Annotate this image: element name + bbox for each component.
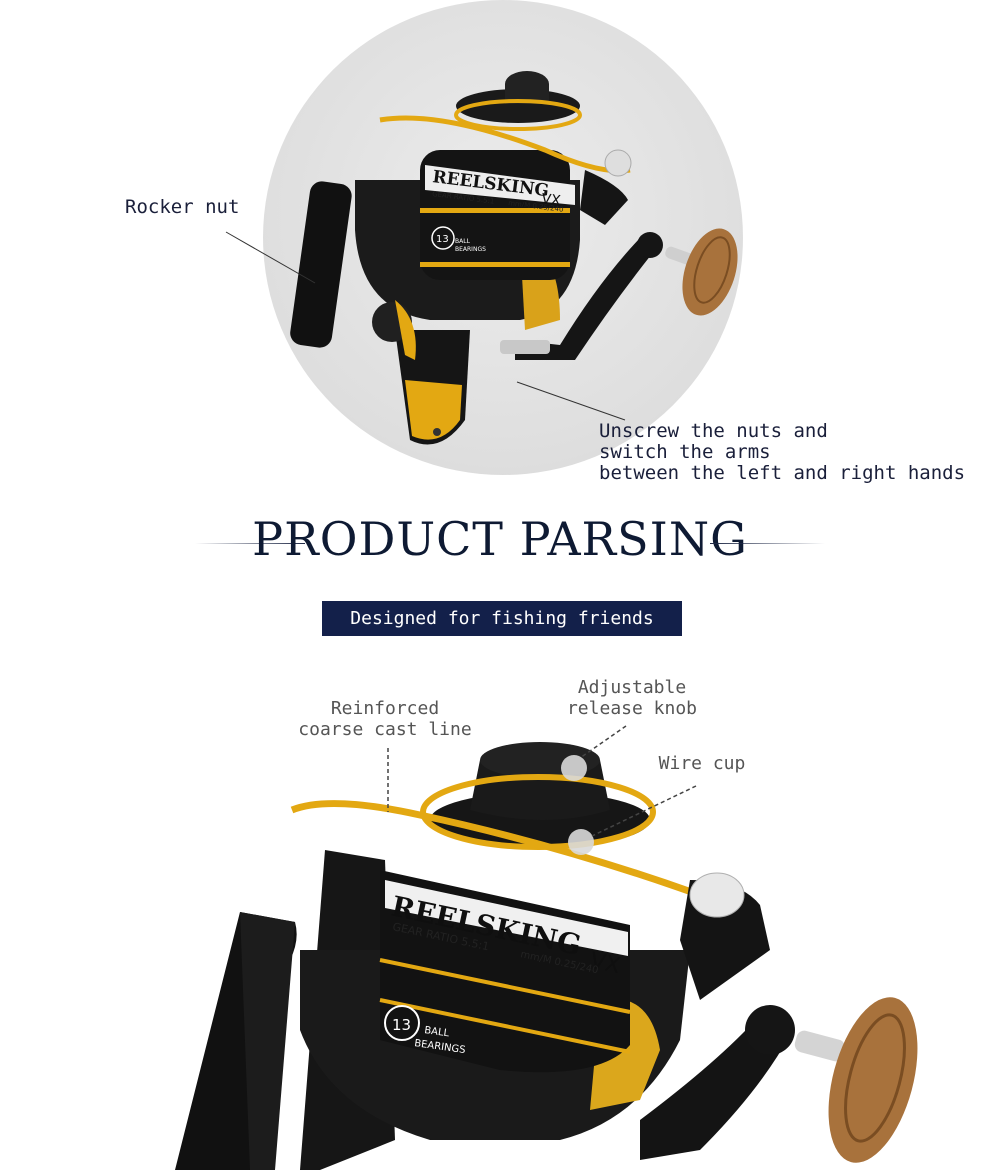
reinforced-label-line-2: coarse cast line (298, 719, 472, 740)
bearings-label-top-1: BALL (455, 238, 471, 245)
reel-foot-gold (405, 380, 462, 440)
unscrew-label-line-1: Unscrew the nuts and (599, 420, 828, 442)
bottom-rocker-handle-side (240, 912, 295, 1170)
bottom-crank-pivot (745, 1005, 795, 1055)
wooden-knob-top (682, 228, 738, 316)
bottom-right-crank-arm (640, 1015, 790, 1160)
unscrew-label-line-2: switch the arms (599, 441, 771, 463)
bearings-label-top-2: BEARINGS (455, 246, 486, 253)
bail-wire-top (379, 115, 631, 174)
spool-label-band (425, 165, 575, 205)
bearings-count-top: 13 (436, 234, 449, 245)
wire-cup-leader (591, 785, 697, 837)
rocker-nut-label: Rocker nut (125, 196, 240, 218)
bottom-line-roller (689, 872, 745, 918)
bearings-count-bottom: 13 (392, 1016, 411, 1034)
release-knob-marker (561, 755, 587, 781)
rocker-handle (290, 181, 352, 348)
line-roller-top (604, 149, 632, 177)
bearings-label-bottom-1: BALL (424, 1025, 451, 1039)
bottom-spool-gold-ring-1 (379, 958, 631, 1014)
foot-screw (433, 428, 441, 436)
spool-gold-rim (454, 99, 582, 131)
bottom-wooden-knob-grain (844, 1013, 906, 1143)
reinforced-line-marker (379, 813, 397, 831)
bail-arm-top (580, 170, 628, 225)
unscrew-label-line-3: between the left and right hands (599, 462, 966, 484)
right-crank-arm (515, 238, 655, 360)
top-reel-illustration: REELSKING VX GEAR RATIO 5.5:1 mm/M 0.25/… (225, 71, 738, 445)
crank-pivot (637, 232, 663, 258)
spool-gold-ring-2 (420, 262, 570, 267)
reinforced-label-line-1: Reinforced (330, 698, 440, 719)
rocker-nut-leader (225, 231, 316, 284)
bottom-wooden-knob (828, 997, 918, 1163)
adjustable-label-line-1: Adjustable (577, 677, 687, 698)
drag-knob-top-side (505, 84, 549, 104)
bottom-spool-label-band (385, 880, 628, 956)
wire-cup-marker (568, 829, 594, 855)
bottom-knob-stem (794, 1030, 846, 1062)
crank-shaft-top (500, 340, 550, 354)
rocker-nut-gold (395, 300, 416, 360)
bearings-badge-top (431, 226, 455, 250)
title-rule-right (710, 543, 825, 544)
wire-cup-label: Wire cup (658, 753, 746, 774)
title-rule-left (195, 543, 305, 544)
model-text-bottom: VX (588, 948, 623, 979)
model-text-top: VX (541, 191, 562, 209)
wooden-knob-grain-top (693, 236, 731, 304)
bottom-spool-gold-ring-2 (379, 998, 631, 1054)
section-banner: Designed for fishing friends (322, 601, 682, 636)
unscrew-leader (516, 381, 626, 421)
release-knob-leader (579, 725, 627, 759)
spool-gold-ring-1 (420, 208, 570, 213)
section-title: PRODUCT PARSING (252, 512, 748, 566)
knob-stem-top (665, 246, 695, 266)
adjustable-label-line-2: release knob (566, 698, 698, 719)
bearings-badge-bottom (384, 1005, 420, 1041)
